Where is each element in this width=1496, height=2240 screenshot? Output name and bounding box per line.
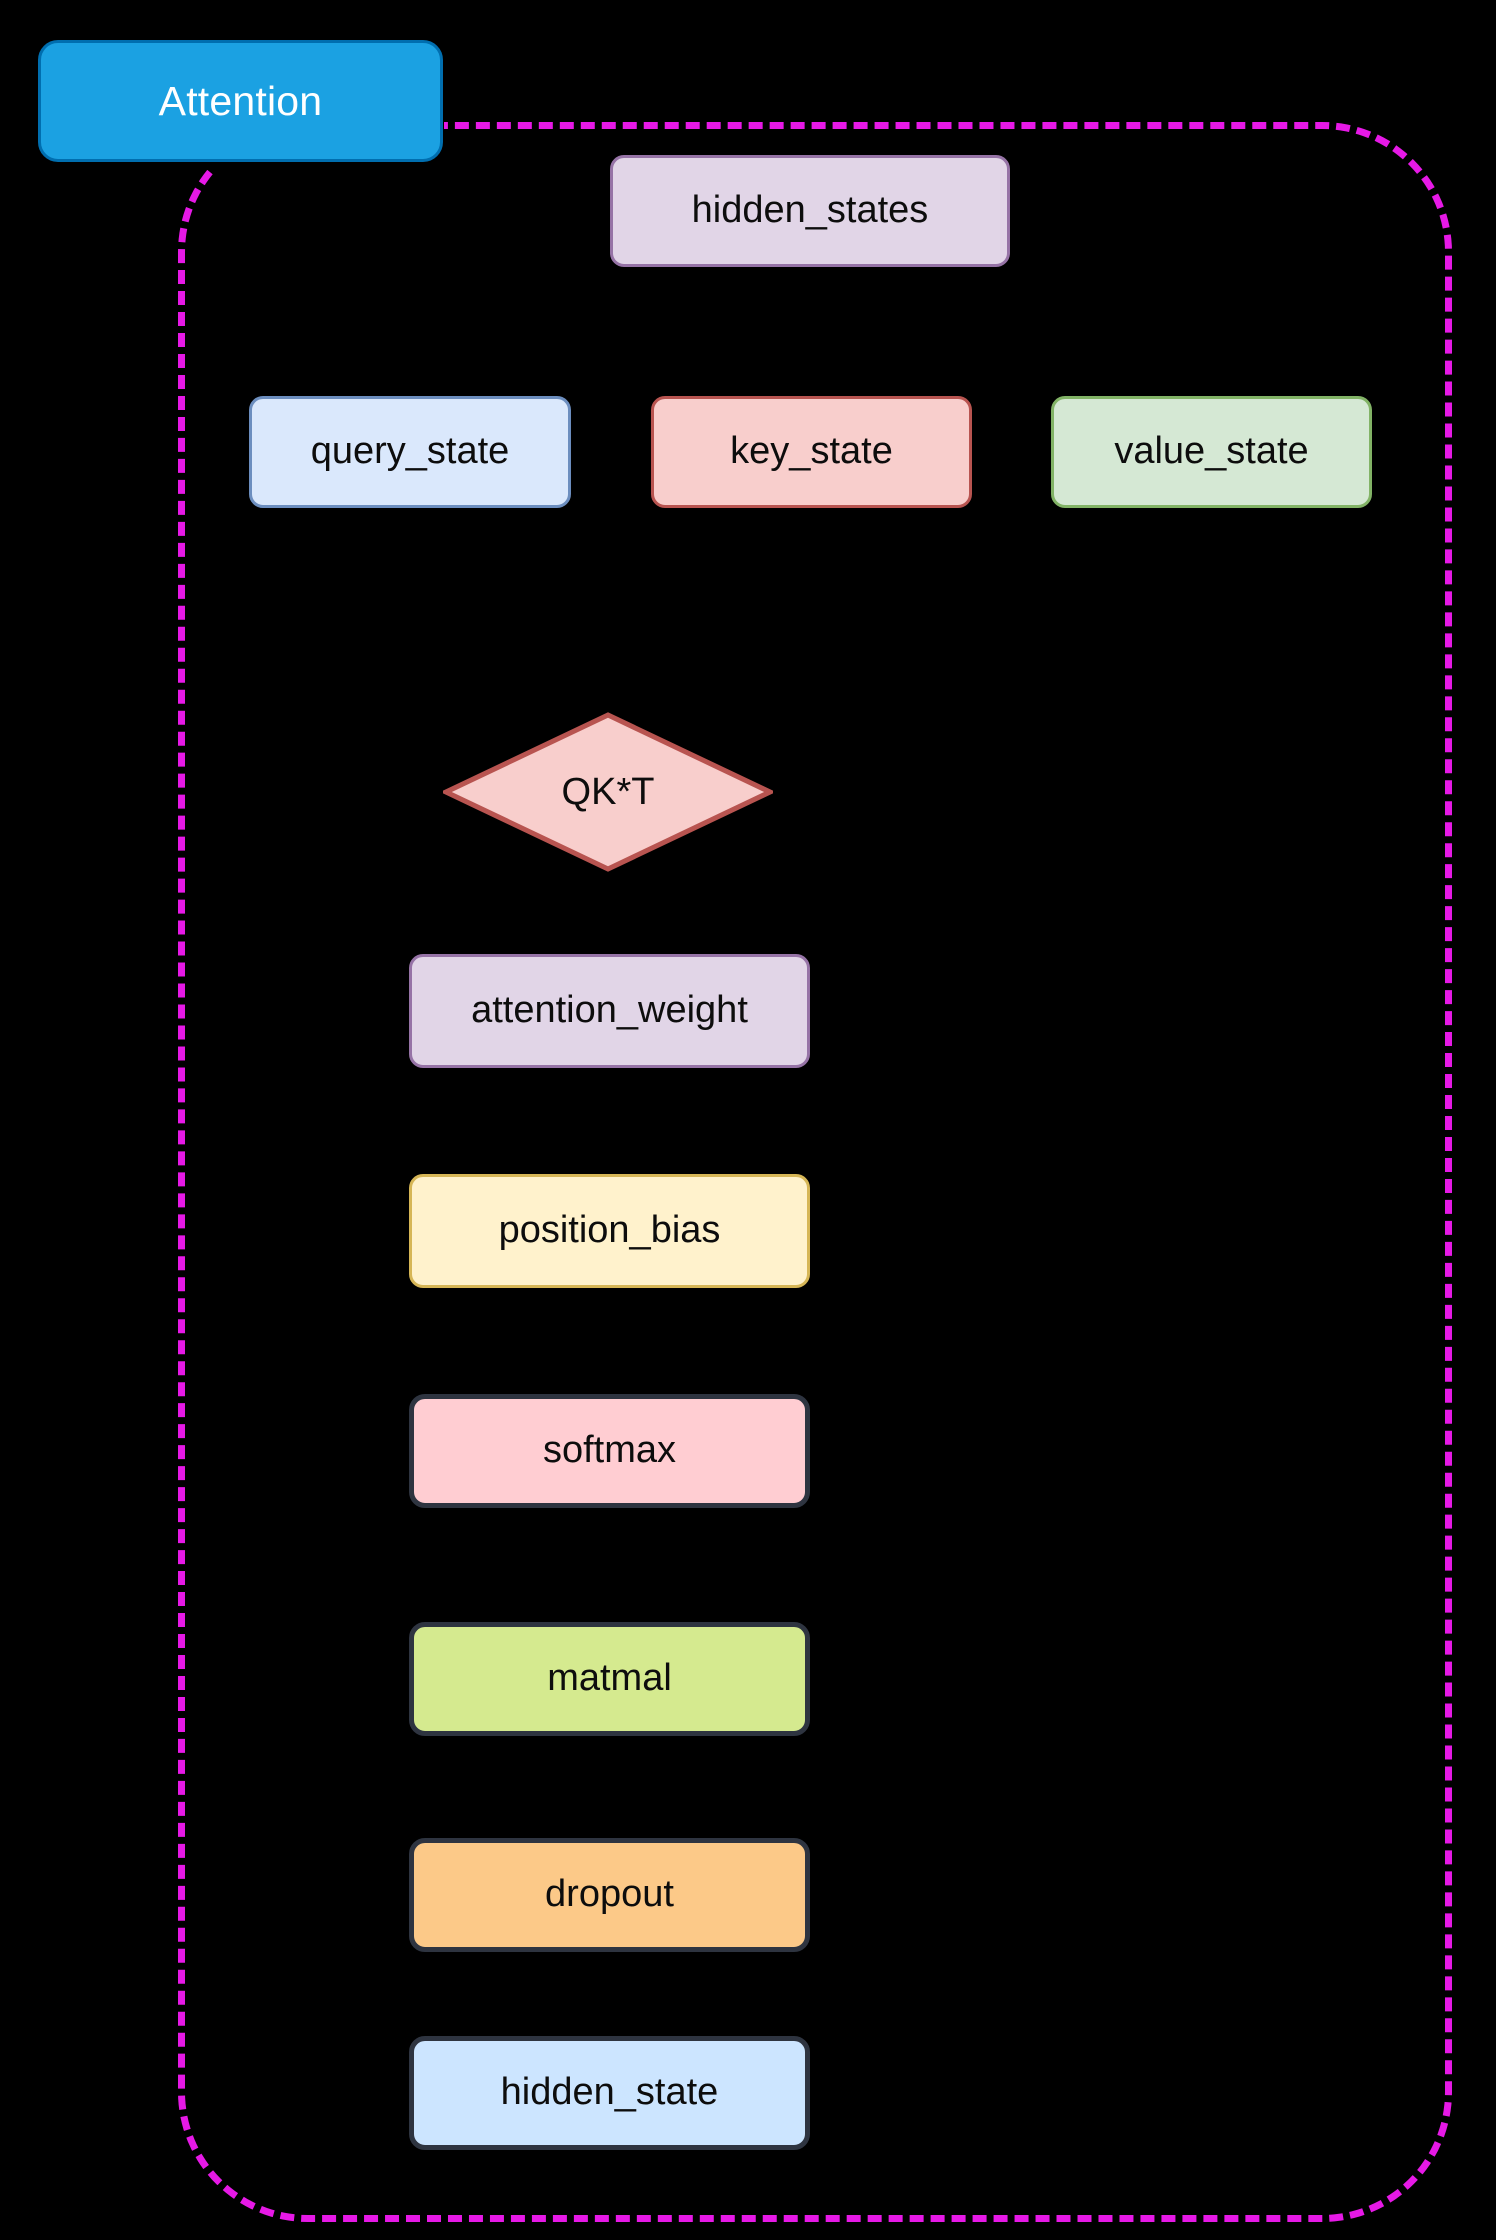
subgraph-title-attention[interactable]: Attention bbox=[38, 40, 443, 162]
node-matmal[interactable]: matmal bbox=[409, 1622, 810, 1736]
attention-subgraph-border bbox=[178, 122, 1452, 2222]
node-softmax[interactable]: softmax bbox=[409, 1394, 810, 1508]
subgraph-title-label: Attention bbox=[158, 77, 323, 124]
node-label-hidden_states: hidden_states bbox=[691, 189, 929, 232]
node-dropout[interactable]: dropout bbox=[409, 1838, 810, 1952]
node-label-key_state: key_state bbox=[730, 430, 893, 473]
node-label-position_bias: position_bias bbox=[498, 1209, 721, 1252]
node-label-dropout: dropout bbox=[545, 1873, 674, 1916]
diamond-shape-icon bbox=[443, 712, 773, 872]
node-key_state[interactable]: key_state bbox=[651, 396, 972, 508]
node-hidden_states[interactable]: hidden_states bbox=[610, 155, 1010, 267]
node-label-attention_weight: attention_weight bbox=[471, 989, 748, 1032]
node-label-softmax: softmax bbox=[542, 1429, 677, 1472]
node-label-qkt: QK*T bbox=[561, 770, 655, 813]
node-label-value_state: value_state bbox=[1114, 430, 1309, 473]
node-label-query_state: query_state bbox=[310, 430, 510, 473]
node-value_state[interactable]: value_state bbox=[1051, 396, 1372, 508]
node-query_state[interactable]: query_state bbox=[249, 396, 571, 508]
node-label-matmal: matmal bbox=[547, 1657, 672, 1700]
node-attention_weight[interactable]: attention_weight bbox=[409, 954, 810, 1068]
node-qkt[interactable]: QK*T bbox=[443, 712, 773, 872]
node-position_bias[interactable]: position_bias bbox=[409, 1174, 810, 1288]
node-label-hidden_state: hidden_state bbox=[500, 2071, 719, 2114]
node-hidden_state[interactable]: hidden_state bbox=[409, 2036, 810, 2150]
